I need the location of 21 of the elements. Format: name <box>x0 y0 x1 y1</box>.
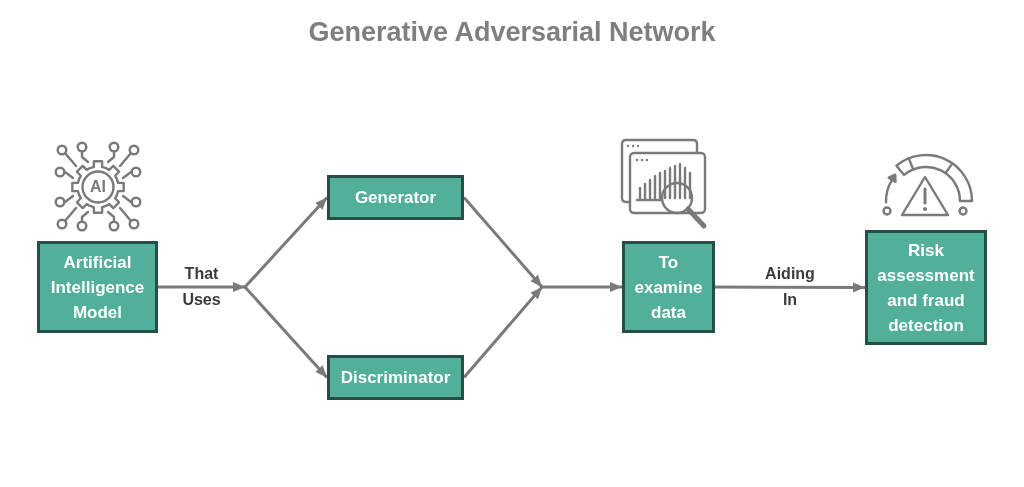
edge-label: Aiding In <box>765 264 815 311</box>
edge-label: That Uses <box>182 264 221 310</box>
process-box <box>865 230 987 345</box>
arrow <box>243 286 329 379</box>
icon-label: AI <box>90 178 106 196</box>
arrow <box>158 282 245 292</box>
process-box <box>622 241 715 333</box>
arrow <box>462 196 544 288</box>
arrow <box>542 282 622 292</box>
arrow <box>243 196 329 288</box>
diagram-title: Generative Adversarial Network <box>307 16 717 49</box>
box-label: Artificial Intelligence Model <box>49 251 146 324</box>
process-box <box>327 355 464 400</box>
box-label: Risk assessment and fraud detection <box>876 239 976 337</box>
box-label: Discriminator <box>340 367 451 389</box>
process-box <box>37 241 158 333</box>
arrow <box>715 282 865 293</box>
process-box <box>327 175 464 220</box>
box-label: Generator <box>354 187 437 209</box>
box-label: To examine data <box>633 251 704 324</box>
arrow <box>462 286 544 379</box>
